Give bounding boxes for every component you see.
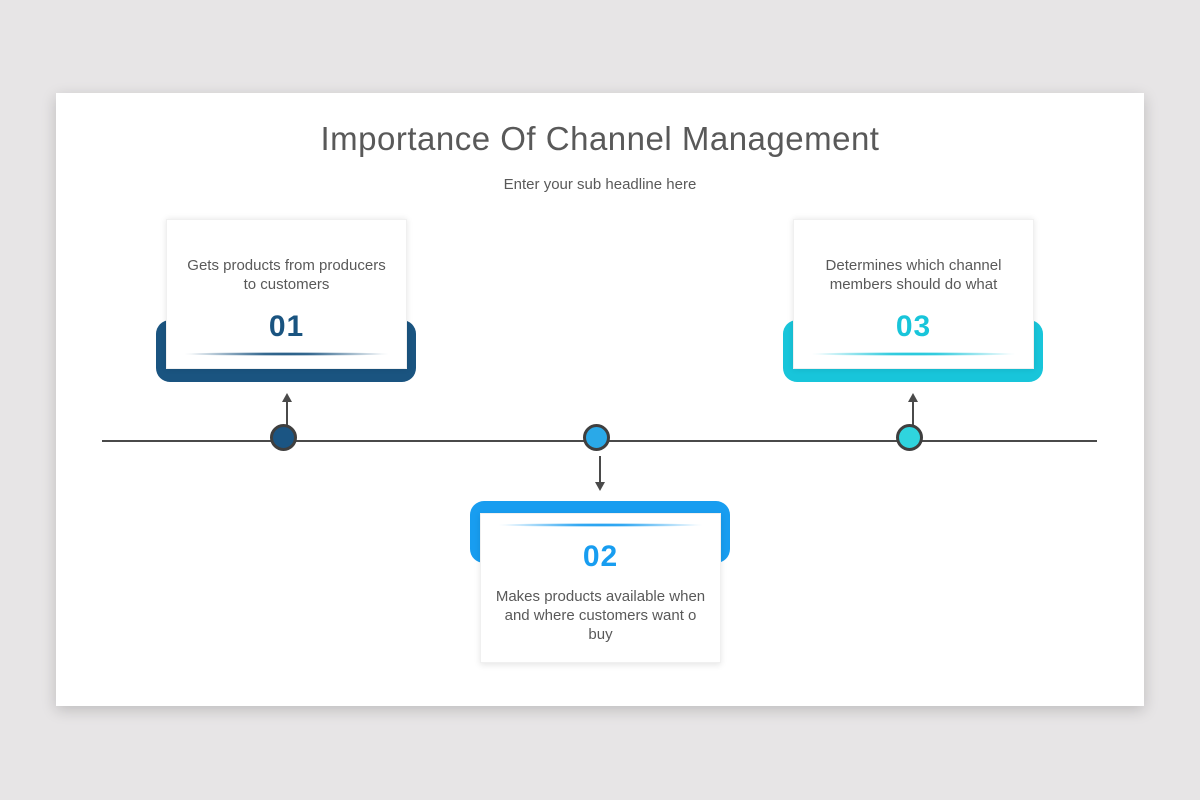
step-3-number: 03: [895, 310, 932, 343]
slide-subtitle: Enter your sub headline here: [503, 176, 697, 193]
step-3-divider: [810, 352, 1017, 356]
step-3-arrow-up-icon: [908, 393, 918, 427]
step-2-number: 02: [582, 540, 619, 573]
step-1-card: Gets products from producers to customer…: [166, 219, 407, 369]
slide-title: Importance Of Channel Management: [320, 120, 880, 157]
timeline-node-2: [583, 424, 610, 451]
step-1-arrow-up-icon: [282, 393, 292, 427]
slide-canvas: Importance Of Channel Management Enter y…: [56, 93, 1144, 706]
step-2-divider: [497, 523, 704, 527]
step-2-arrow-down-icon: [595, 456, 605, 491]
step-3-description: Determines which channel members should …: [825, 257, 1002, 293]
timeline-node-3: [896, 424, 923, 451]
step-1-number: 01: [268, 310, 305, 343]
step-3-card: Determines which channel members should …: [793, 219, 1034, 369]
step-2-description: Makes products available when and where …: [495, 588, 706, 643]
step-1-description: Gets products from producers to customer…: [187, 257, 386, 293]
step-2-card: 02 Makes products available when and whe…: [480, 513, 721, 663]
timeline-node-1: [270, 424, 297, 451]
step-1-divider: [183, 352, 390, 356]
